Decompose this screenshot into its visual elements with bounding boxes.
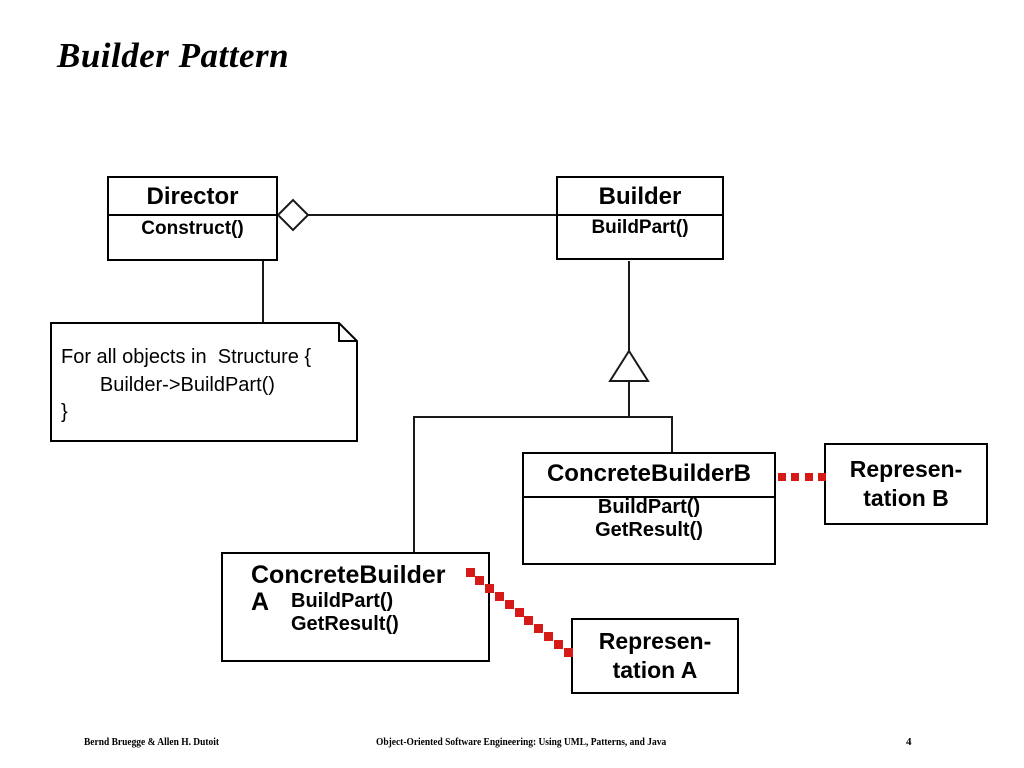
class-box-director[interactable]: Director Construct() xyxy=(107,176,278,261)
generalization-triangle-icon xyxy=(608,349,650,382)
artifact-box-representation-a[interactable]: Represen- tation A xyxy=(571,618,739,694)
class-operations-builder: BuildPart() xyxy=(591,217,689,238)
class-name-builder: Builder xyxy=(598,183,682,210)
class-divider xyxy=(524,496,774,498)
artifact-label-representation-a: Represen- tation A xyxy=(598,628,712,683)
class-operations-director: Construct() xyxy=(141,218,244,239)
class-name-concrete-builder-a: ConcreteBuilder A xyxy=(251,561,446,616)
dependency-dot xyxy=(553,639,563,649)
aggregation-diamond-icon xyxy=(276,198,310,232)
dependency-dot xyxy=(818,473,826,481)
class-operations-concrete-builder-a: BuildPart() GetResult() xyxy=(291,590,399,635)
dependency-dot xyxy=(504,599,514,609)
page-title: Builder Pattern xyxy=(57,36,290,75)
dependency-dot xyxy=(543,631,553,641)
dependency-dot xyxy=(475,575,485,585)
dependency-dot xyxy=(791,473,800,481)
class-name-director: Director xyxy=(146,183,239,210)
dependency-dot xyxy=(494,591,504,601)
class-box-builder[interactable]: Builder BuildPart() xyxy=(556,176,724,260)
class-operations-concrete-builder-b: BuildPart() GetResult() xyxy=(595,496,703,541)
dependency-dot xyxy=(485,583,495,593)
dependency-dot xyxy=(524,615,534,625)
artifact-box-representation-b[interactable]: Represen- tation B xyxy=(824,443,988,525)
dependency-dot xyxy=(465,567,475,577)
dependency-dot xyxy=(534,623,544,633)
class-divider xyxy=(109,214,276,216)
footer-book-title: Object-Oriented Software Engineering: Us… xyxy=(376,736,667,748)
class-box-concrete-builder-a[interactable]: ConcreteBuilder A BuildPart() GetResult(… xyxy=(221,552,490,662)
dependency-dot xyxy=(778,473,786,481)
class-name-concrete-builder-b: ConcreteBuilderB xyxy=(546,460,752,487)
dependency-dot xyxy=(514,607,524,617)
dependency-dot xyxy=(563,647,573,657)
class-box-concrete-builder-b[interactable]: ConcreteBuilderB BuildPart() GetResult() xyxy=(522,452,776,565)
note-box[interactable]: For all objects in Structure { Builder->… xyxy=(50,322,358,442)
dependency-dot xyxy=(804,473,813,481)
footer-authors: Bernd Bruegge & Allen H. Dutoit xyxy=(84,736,220,748)
class-divider xyxy=(558,214,722,216)
note-shape-icon xyxy=(50,322,358,442)
footer-page-number: 4 xyxy=(906,736,912,748)
note-text: For all objects in Structure { Builder->… xyxy=(61,346,312,424)
artifact-label-representation-b: Represen- tation B xyxy=(849,456,963,511)
